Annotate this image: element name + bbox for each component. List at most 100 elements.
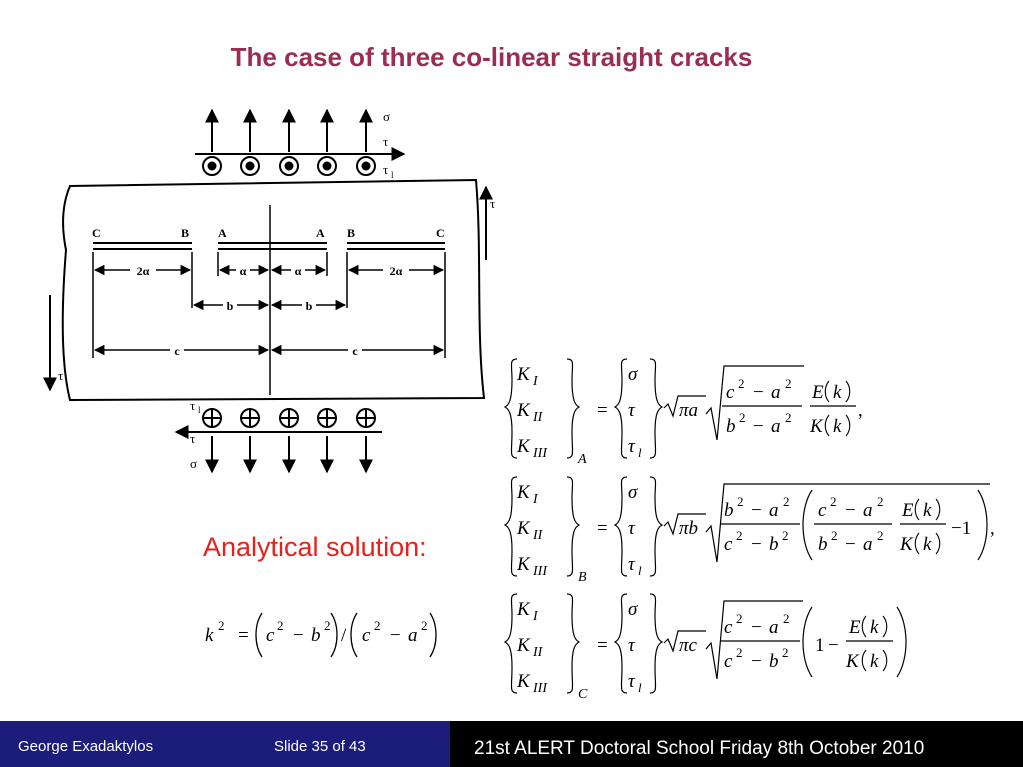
svg-text:c: c xyxy=(726,382,735,403)
svg-text:2: 2 xyxy=(877,494,884,509)
svg-text:c: c xyxy=(818,500,827,521)
svg-text:K: K xyxy=(516,518,531,539)
bottom-out-of-plane-symbols xyxy=(202,408,376,428)
svg-text:c: c xyxy=(724,651,733,672)
footer-author: George Exadaktylos xyxy=(18,738,154,755)
dim-a-right: α xyxy=(295,264,302,278)
svg-text:a: a xyxy=(863,500,873,521)
svg-text:K: K xyxy=(516,671,531,692)
svg-text:k: k xyxy=(833,416,842,437)
svg-text:K: K xyxy=(516,554,531,575)
svg-text:l: l xyxy=(638,563,642,578)
label-sigma-bottom: σ xyxy=(190,456,197,471)
svg-text:c: c xyxy=(724,534,733,555)
svg-text:2: 2 xyxy=(421,618,428,633)
svg-text:−1: −1 xyxy=(951,518,971,539)
svg-text:,: , xyxy=(990,518,995,539)
svg-text:2: 2 xyxy=(374,618,381,633)
svg-text:k: k xyxy=(923,500,932,521)
svg-text:K: K xyxy=(516,482,531,503)
footer-event: 21st ALERT Doctoral School Friday 8th Oc… xyxy=(474,738,925,759)
svg-text:a: a xyxy=(771,382,781,403)
svg-text:−: − xyxy=(751,651,762,672)
svg-text:2: 2 xyxy=(218,618,225,633)
svg-text:−: − xyxy=(751,617,762,638)
svg-text:−: − xyxy=(828,635,839,656)
dim-c-right: c xyxy=(352,344,358,358)
footer-left: George Exadaktylos Slide 35 of 43 xyxy=(0,721,450,767)
svg-text:−: − xyxy=(293,625,304,646)
svg-text:K: K xyxy=(516,599,531,620)
svg-text:b: b xyxy=(311,625,321,646)
point-A-left: A xyxy=(218,226,227,240)
svg-text:2: 2 xyxy=(830,494,837,509)
point-C-right: C xyxy=(436,226,445,240)
svg-text:σ: σ xyxy=(628,482,638,503)
svg-text:2: 2 xyxy=(277,618,284,633)
svg-text:E: E xyxy=(848,617,861,638)
svg-text:2: 2 xyxy=(783,494,790,509)
svg-text:a: a xyxy=(769,500,779,521)
svg-text:−: − xyxy=(753,416,764,437)
svg-text:K: K xyxy=(516,400,531,421)
svg-text:I: I xyxy=(532,492,539,507)
label-tau-bottom: τ xyxy=(190,431,195,446)
svg-text:K: K xyxy=(516,436,531,457)
svg-text:E: E xyxy=(811,382,824,403)
svg-text:2: 2 xyxy=(785,410,792,425)
svg-text:τ: τ xyxy=(628,436,636,457)
svg-text:2: 2 xyxy=(782,528,789,543)
svg-text:k: k xyxy=(205,625,214,646)
svg-text:−: − xyxy=(753,382,764,403)
svg-text:2: 2 xyxy=(739,410,746,425)
svg-text:2: 2 xyxy=(877,528,884,543)
point-A-right: A xyxy=(316,226,325,240)
svg-text:a: a xyxy=(771,416,781,437)
svg-text:b: b xyxy=(769,534,779,555)
svg-text:C: C xyxy=(578,687,588,702)
svg-text:τ: τ xyxy=(628,400,636,421)
svg-text:τ: τ xyxy=(628,554,636,575)
svg-text:l: l xyxy=(391,170,394,180)
svg-text:II: II xyxy=(532,410,544,425)
svg-text:K: K xyxy=(845,651,860,672)
svg-text:K: K xyxy=(899,534,914,555)
label-taul-bottom: τ xyxy=(190,398,195,413)
crack-diagram: σ τ τ l τ τ C B A A B C 2 xyxy=(43,108,495,474)
svg-text:c: c xyxy=(266,625,275,646)
svg-text:=: = xyxy=(238,625,249,646)
dim-c-left: c xyxy=(174,344,180,358)
dim-a-left: α xyxy=(240,264,247,278)
svg-text:I: I xyxy=(532,609,539,624)
svg-text:K: K xyxy=(809,416,824,437)
label-tau-right: τ xyxy=(490,196,495,211)
svg-text:k: k xyxy=(870,651,879,672)
svg-text:σ: σ xyxy=(628,599,638,620)
svg-text:πb: πb xyxy=(679,518,698,539)
svg-text:−: − xyxy=(390,625,401,646)
plate-outline xyxy=(61,178,486,402)
bottom-load-arrows xyxy=(174,425,382,474)
svg-text:K: K xyxy=(516,635,531,656)
svg-text:σ: σ xyxy=(628,364,638,385)
svg-text:2: 2 xyxy=(736,645,743,660)
svg-text:III: III xyxy=(532,564,548,579)
label-tau-top: τ xyxy=(383,134,388,149)
svg-text:b: b xyxy=(726,416,736,437)
svg-text:c: c xyxy=(362,625,371,646)
svg-text:−: − xyxy=(845,534,856,555)
svg-text:πc: πc xyxy=(679,635,698,656)
point-B-right: B xyxy=(347,226,355,240)
slide-title: The case of three co-linear straight cra… xyxy=(230,42,753,72)
svg-text:τ: τ xyxy=(628,518,636,539)
top-load-arrows xyxy=(195,108,406,161)
svg-text:II: II xyxy=(532,528,544,543)
svg-text:,: , xyxy=(858,400,863,421)
svg-text:=: = xyxy=(597,400,608,421)
dim-2a-left: 2α xyxy=(137,264,150,278)
label-sigma-top: σ xyxy=(383,109,390,124)
footer-right: 21st ALERT Doctoral School Friday 8th Oc… xyxy=(450,721,1023,767)
